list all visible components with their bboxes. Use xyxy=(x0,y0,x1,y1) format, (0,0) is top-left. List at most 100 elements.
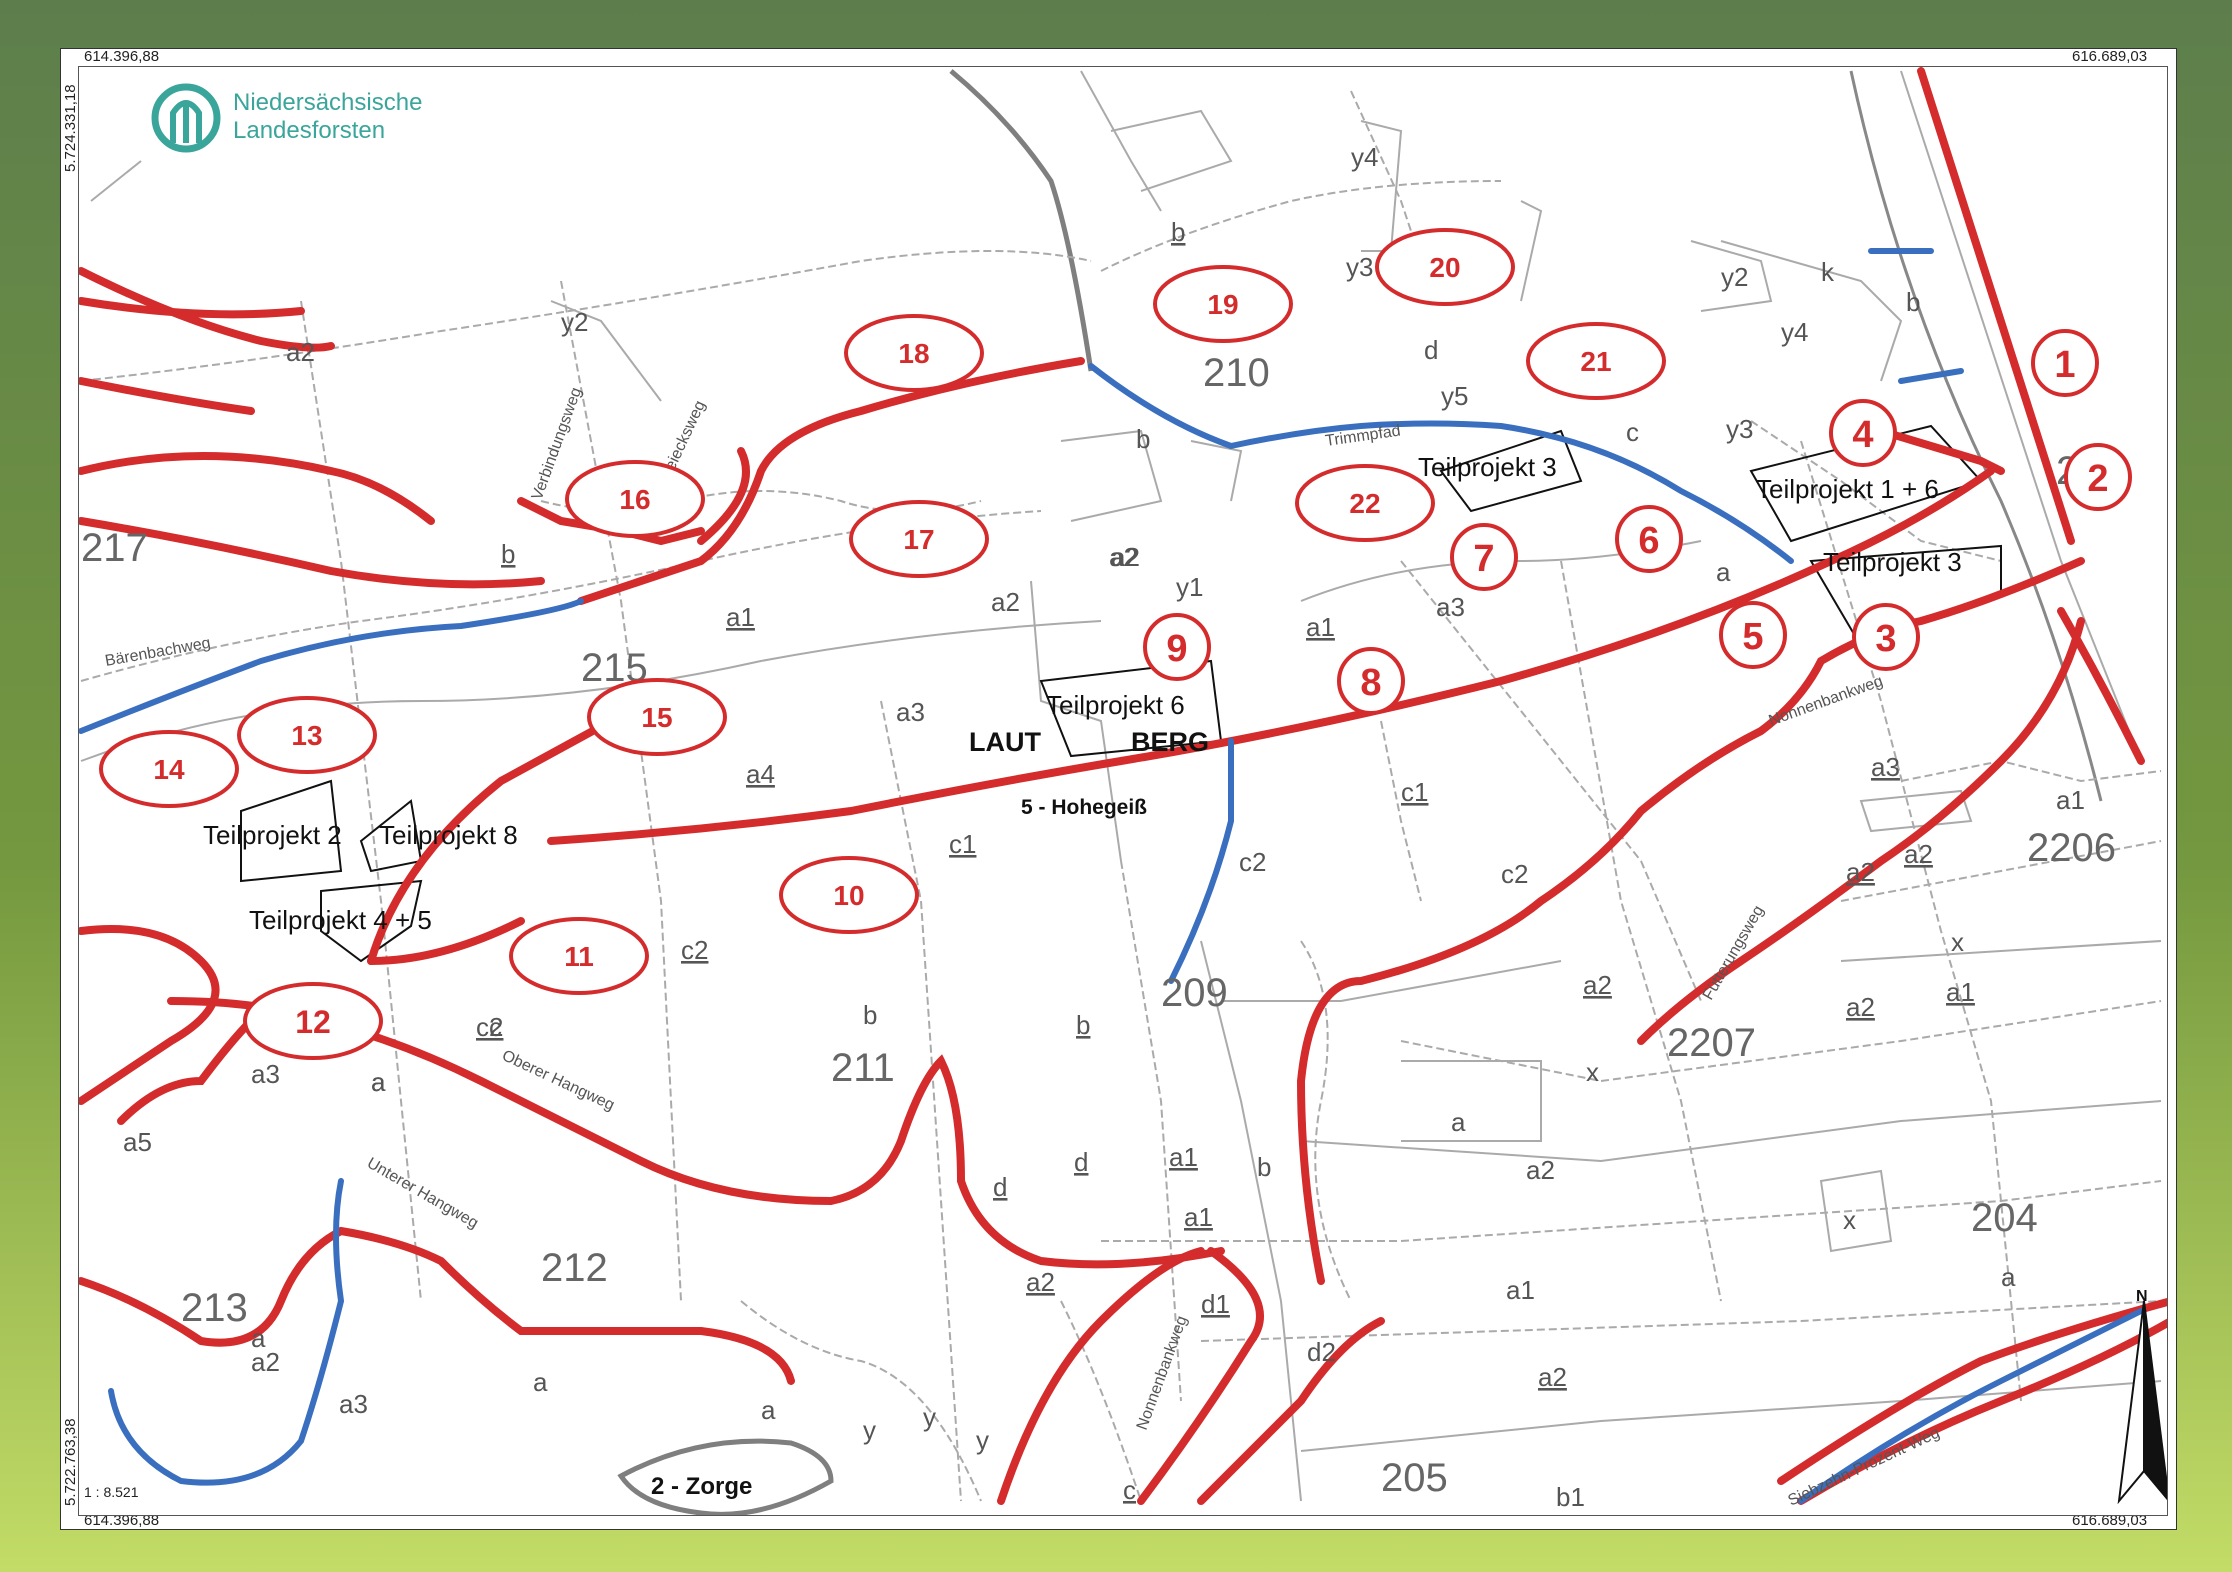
subarea-label: b xyxy=(1257,1152,1271,1182)
subarea-label: b xyxy=(1171,217,1185,247)
project-label: Teilprojekt 2 xyxy=(203,820,342,850)
subarea-label: b xyxy=(501,539,515,569)
place-label: BERG xyxy=(1131,727,1209,757)
coord-top-right: 616.689,03 xyxy=(2072,48,2148,65)
subarea-label: d xyxy=(993,1172,1007,1202)
marker-label: 19 xyxy=(1207,289,1238,320)
marker-17[interactable]: 17 xyxy=(849,500,989,578)
marker-15[interactable]: 15 xyxy=(587,678,727,756)
subarea-label: c1 xyxy=(1401,777,1428,807)
oval-markers: 18 19 20 21 16 17 22 15 13 14 10 11 12 xyxy=(99,228,1666,1060)
subarea-label: y3 xyxy=(1726,414,1753,444)
subarea-label: x xyxy=(1586,1057,1599,1087)
road-label: Unterer Hangweg xyxy=(364,1155,481,1232)
map-area[interactable]: 210 211 212 213 215 217 209 2206 2207 20… xyxy=(78,66,2168,1516)
subarea-label: k xyxy=(1821,257,1835,287)
subarea-label: a1 xyxy=(1506,1275,1535,1305)
marker-label: 7 xyxy=(1473,538,1494,580)
marker-13[interactable]: 13 xyxy=(237,696,377,774)
subarea-label: b xyxy=(1906,287,1920,317)
marker-label: 5 xyxy=(1742,616,1763,658)
marker-19[interactable]: 19 xyxy=(1153,265,1293,343)
marker-12[interactable]: 12 xyxy=(243,982,383,1060)
subarea-label: a1 xyxy=(726,602,755,632)
marker-label: 6 xyxy=(1638,520,1659,562)
marker-9[interactable]: 9 xyxy=(1143,613,1211,681)
marker-label: 12 xyxy=(295,1004,331,1040)
subarea-label: y3 xyxy=(1346,252,1373,282)
subarea-label: a xyxy=(533,1367,548,1397)
subarea-label: y xyxy=(863,1415,876,1445)
subarea-label: c2 xyxy=(476,1012,503,1042)
subarea-label: d xyxy=(1424,335,1438,365)
subarea-label: a2 xyxy=(1846,857,1875,887)
place-label: LAUT xyxy=(969,727,1041,757)
marker-18[interactable]: 18 xyxy=(844,314,984,392)
subarea-label: a3 xyxy=(339,1389,368,1419)
subarea-label: a5 xyxy=(123,1127,152,1157)
marker-label: 15 xyxy=(641,702,672,733)
road-label: Nonnenbankweg xyxy=(1134,1314,1191,1433)
subarea-labels: y4 b y3 y2 k y4 b a2 y2 a2 b y5 d b a2 y… xyxy=(123,142,2085,1512)
marker-11[interactable]: 11 xyxy=(509,917,649,995)
marker-22[interactable]: 22 xyxy=(1295,464,1435,542)
district-label: 211 xyxy=(831,1046,895,1090)
marker-6[interactable]: 6 xyxy=(1615,505,1683,573)
marker-10[interactable]: 10 xyxy=(779,856,919,934)
subarea-label: a xyxy=(251,1323,266,1353)
zorge-area xyxy=(617,1438,834,1515)
subarea-label: y5 xyxy=(1441,381,1468,411)
place-labels: LAUT BERG 5 - Hohegeiß 2 - Zorge xyxy=(651,727,1209,1500)
subarea-label: d xyxy=(1074,1147,1088,1177)
coord-bottom-right: 616.689,03 xyxy=(2072,1512,2148,1529)
project-label: Teilprojekt 3 xyxy=(1418,452,1557,482)
district-label: 212 xyxy=(541,1246,608,1290)
subarea-label: a xyxy=(2001,1262,2016,1292)
district-label: 2206 xyxy=(2027,826,2116,870)
marker-2[interactable]: 2 xyxy=(2064,443,2132,511)
place-label: 5 - Hohegeiß xyxy=(1021,796,1147,819)
marker-label: 4 xyxy=(1852,414,1873,456)
map-canvas[interactable]: 210 211 212 213 215 217 209 2206 2207 20… xyxy=(79,67,2167,1515)
marker-3[interactable]: 3 xyxy=(1852,603,1920,671)
subarea-label: c2 xyxy=(1501,859,1528,889)
district-label: 209 xyxy=(1161,971,1228,1015)
subarea-label: b xyxy=(863,1000,877,1030)
road-label: Oberer Hangweg xyxy=(499,1047,617,1114)
subarea-label: c2 xyxy=(1239,847,1266,877)
marker-8[interactable]: 8 xyxy=(1337,647,1405,715)
district-label: 210 xyxy=(1203,351,1270,395)
subarea-label: a xyxy=(1451,1107,1466,1137)
marker-4[interactable]: 4 xyxy=(1829,399,1897,467)
subarea-label: y2 xyxy=(561,307,588,337)
subarea-label: a1 xyxy=(1184,1202,1213,1232)
marker-21[interactable]: 21 xyxy=(1526,322,1666,400)
project-label: Teilprojekt 3 xyxy=(1823,547,1962,577)
north-arrow-icon xyxy=(2117,1300,2145,1505)
subarea-label: a1 xyxy=(1946,977,1975,1007)
circle-markers: 1 2 3 4 5 6 7 8 9 xyxy=(1143,329,2132,715)
subarea-label: a2 xyxy=(251,1347,280,1377)
subarea-label: y4 xyxy=(1351,142,1378,172)
subarea-label: a xyxy=(371,1067,386,1097)
north-label: N xyxy=(2136,1288,2148,1305)
subarea-label: y xyxy=(976,1425,989,1455)
marker-16[interactable]: 16 xyxy=(565,460,705,538)
district-label: 204 xyxy=(1971,1196,2038,1240)
marker-20[interactable]: 20 xyxy=(1375,228,1515,306)
subarea-label: y4 xyxy=(1781,317,1808,347)
subarea-label: a xyxy=(761,1395,776,1425)
marker-14[interactable]: 14 xyxy=(99,730,239,808)
marker-7[interactable]: 7 xyxy=(1450,523,1518,591)
coord-left-top: 5.724.331,18 xyxy=(62,84,79,172)
subarea-label: a2 xyxy=(991,587,1020,617)
subarea-label: x xyxy=(1951,927,1964,957)
subarea-label: a2 xyxy=(1583,970,1612,1000)
marker-label: 17 xyxy=(903,524,934,555)
subarea-label: a2 xyxy=(1846,992,1875,1022)
district-label: 205 xyxy=(1381,1456,1448,1500)
marker-label: 20 xyxy=(1429,252,1460,283)
logo-line2: Landesforsten xyxy=(233,117,386,144)
marker-1[interactable]: 1 xyxy=(2031,329,2099,397)
marker-5[interactable]: 5 xyxy=(1719,601,1787,669)
